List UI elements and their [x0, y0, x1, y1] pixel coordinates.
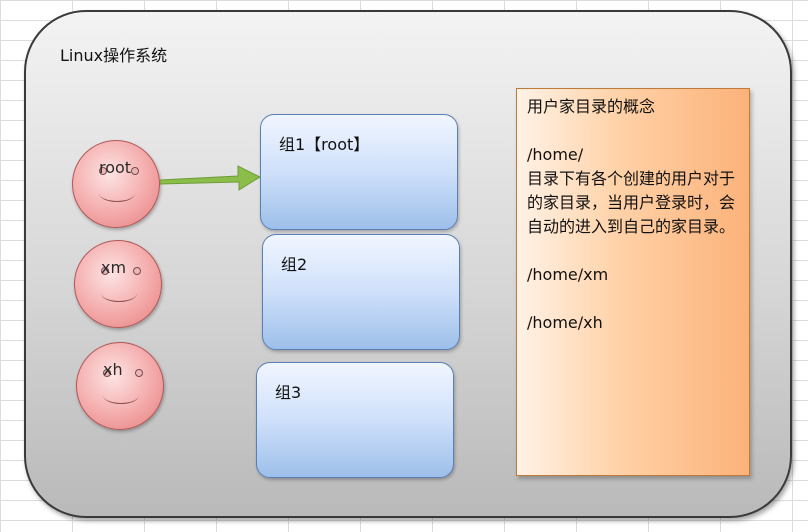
- smile-icon: [99, 185, 135, 202]
- smile-icon: [101, 285, 137, 302]
- note-heading: 用户家目录的概念: [527, 97, 656, 116]
- group-2-label: 组2: [281, 255, 308, 274]
- right-eye-icon: [131, 167, 139, 175]
- left-eye-icon: [101, 267, 109, 275]
- user-name-xm: xm: [101, 258, 127, 277]
- note-path-xh: /home/xh: [527, 313, 603, 332]
- user-xh-face: xh: [76, 342, 164, 430]
- user-name-root: root: [99, 158, 132, 177]
- group-3-label: 组3: [275, 383, 302, 402]
- group-1-label: 组1【root】: [279, 135, 370, 154]
- left-eye-icon: [103, 369, 111, 377]
- right-eye-icon: [135, 369, 143, 377]
- user-root-face: root: [72, 140, 160, 228]
- smile-icon: [103, 387, 139, 404]
- user-name-xh: xh: [103, 360, 123, 379]
- note-description: 目录下有各个创建的用户对于的家目录，当用户登录时，会自动的进入到自己的家目录。: [527, 169, 736, 236]
- right-eye-icon: [133, 267, 141, 275]
- group-2-box: 组2: [262, 234, 460, 350]
- group-1-box: 组1【root】: [260, 114, 458, 230]
- home-directory-note: 用户家目录的概念 /home/ 目录下有各个创建的用户对于的家目录，当用户登录时…: [516, 88, 750, 476]
- note-path-xm: /home/xm: [527, 265, 609, 284]
- note-path-home: /home/: [527, 145, 584, 164]
- left-eye-icon: [99, 167, 107, 175]
- group-3-box: 组3: [256, 362, 454, 478]
- container-title: Linux操作系统: [60, 46, 168, 65]
- root-to-group1-arrow-icon: [160, 165, 262, 191]
- user-xm-face: xm: [74, 240, 162, 328]
